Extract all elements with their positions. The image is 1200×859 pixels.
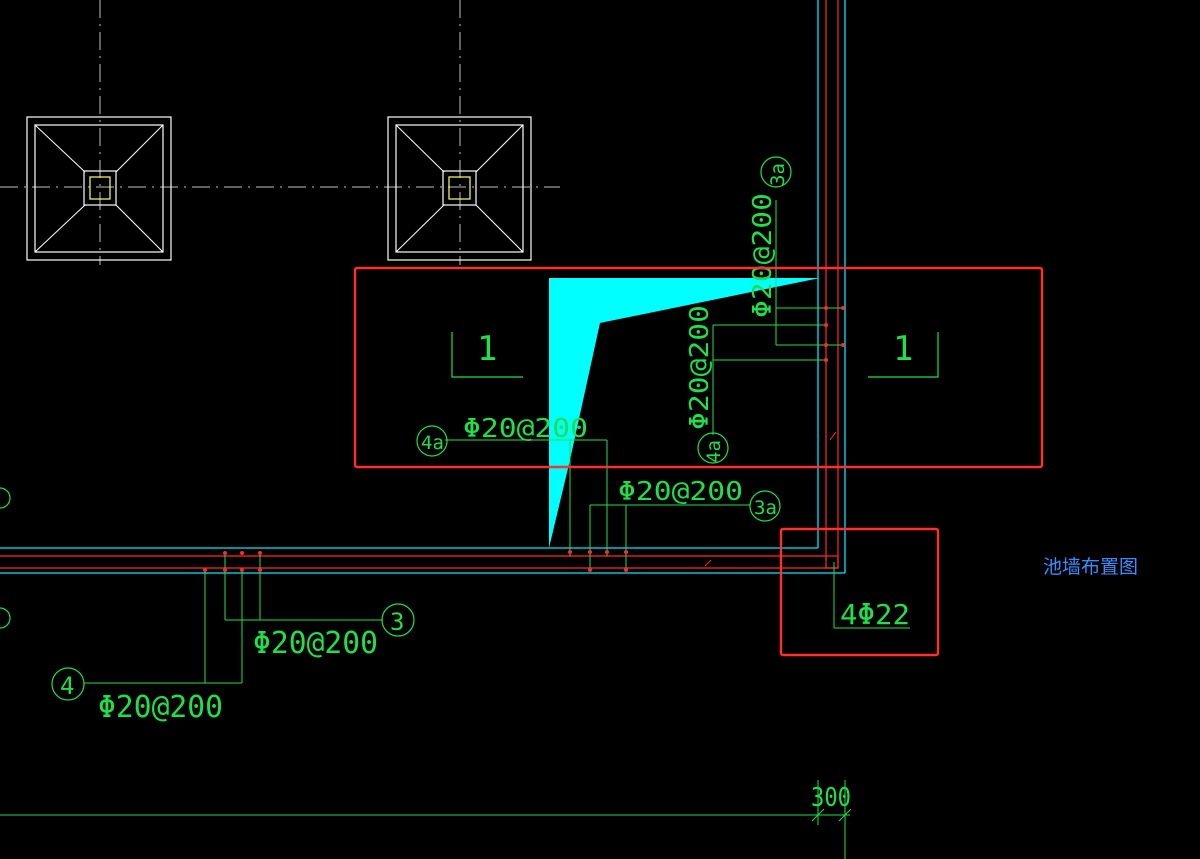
axis-lines (0, 0, 560, 265)
wall-haunch (549, 278, 820, 548)
rebar-label-top-horizontal: Φ20@200 (463, 414, 588, 444)
drawing-caption: 池墙布置图 (1043, 556, 1139, 578)
rebar-label-vertical-right: Φ20@200 (748, 193, 778, 318)
section-label-right: 1 (893, 329, 913, 369)
highlight-box-wall-corner (353, 266, 1044, 469)
rebar-label-bottom-4: Φ20@200 (98, 690, 223, 725)
mark-bubble-vertical-3a: 3a (760, 156, 792, 188)
section-marker-left (451, 332, 523, 378)
rebar-label-lower-right: Φ20@200 (618, 477, 743, 507)
svg-text:3a: 3a (754, 497, 777, 519)
rebar-label-vertical-left: Φ20@200 (685, 305, 715, 430)
highlight-box-corner-bars (779, 527, 940, 657)
section-label-left: 1 (477, 329, 497, 369)
edge-bubble-fragments (0, 487, 11, 629)
section-marker-right (868, 332, 939, 378)
svg-text:3: 3 (390, 608, 404, 636)
rebar-leaders (0, 200, 910, 859)
rebar-dots (203, 306, 845, 572)
mark-bubble-bottom-4: 4 (51, 667, 85, 701)
wall-outline (0, 0, 846, 574)
svg-text:3a: 3a (767, 163, 789, 186)
wall-ticks (704, 431, 837, 567)
pile-cap-left (26, 116, 172, 261)
svg-text:4: 4 (60, 672, 74, 700)
rebar-label-bottom-3: Φ20@200 (253, 626, 378, 661)
svg-text:4a: 4a (703, 440, 725, 463)
mark-bubble-lower-3a: 3a (749, 490, 781, 522)
mark-bubble-vertical-4a: 4a (697, 432, 729, 464)
svg-text:4a: 4a (421, 432, 444, 454)
dimension-label: 300 (811, 783, 851, 813)
mark-bubble-top-4a: 4a (416, 425, 448, 457)
pile-cap-right (387, 116, 532, 261)
corner-bars-label: 4Φ22 (840, 598, 910, 631)
mark-bubble-bottom-3: 3 (381, 603, 415, 637)
